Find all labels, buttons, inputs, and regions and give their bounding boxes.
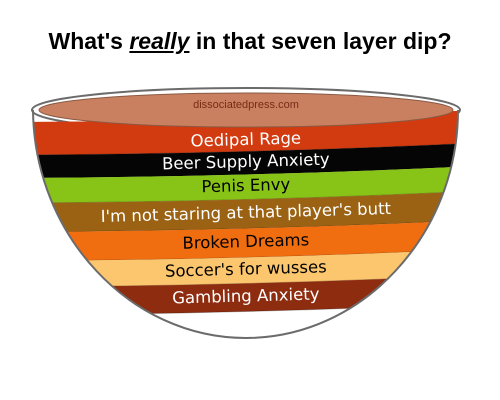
layer-band-3 xyxy=(33,166,458,203)
title-emphasis: really xyxy=(129,28,190,54)
layer-band-6 xyxy=(33,249,458,287)
title-prefix: What's xyxy=(48,28,130,54)
dip-surface xyxy=(38,92,454,128)
layer-label-6: Soccer's for wusses xyxy=(165,257,327,281)
bowl-outline xyxy=(32,109,459,340)
layer-band-4 xyxy=(33,191,458,232)
layer-label-1: Oedipal Rage xyxy=(190,128,301,150)
layer-label-5: Broken Dreams xyxy=(182,230,309,253)
layer-band-2 xyxy=(33,143,458,178)
watermark-text: dissociatedpress.com xyxy=(193,99,299,111)
layer-label-2: Beer Supply Anxiety xyxy=(162,150,330,174)
diagram-title: What's really in that seven layer dip? xyxy=(0,28,500,55)
layer-label-3: Penis Envy xyxy=(201,175,291,196)
layer-label-7: Gambling Anxiety xyxy=(172,284,320,307)
layer-band-5 xyxy=(33,220,458,261)
title-suffix: in that seven layer dip? xyxy=(189,28,452,54)
